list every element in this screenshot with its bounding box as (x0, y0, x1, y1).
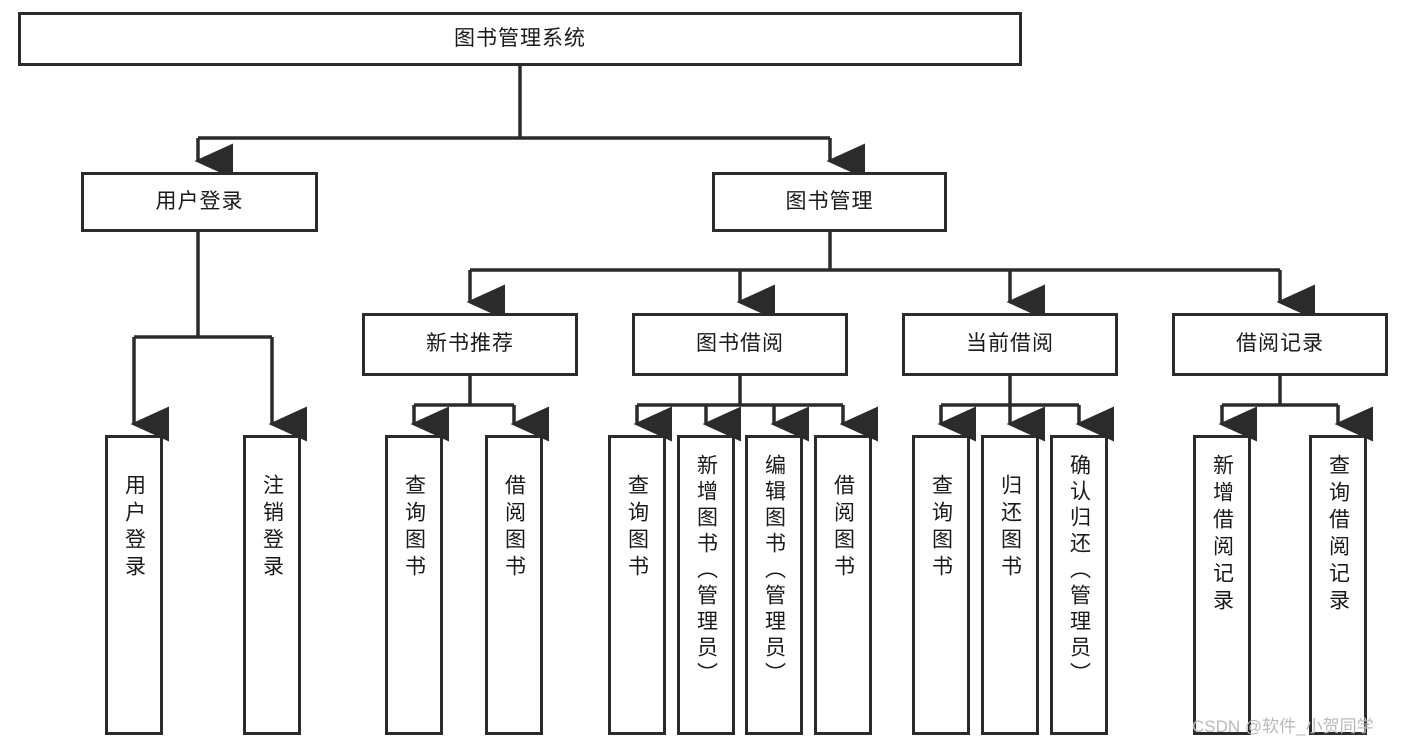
leaf-add-book[interactable]: 新增图书（管理员） (677, 435, 735, 735)
leaf-borrow-book-2[interactable]: 借阅图书 (814, 435, 872, 735)
leaf-query-book-1[interactable]: 查询图书 (385, 435, 443, 735)
leaf-confirm-return-label: 确认归还（管理员） (1067, 454, 1091, 688)
leaf-add-record-label: 新增借阅记录 (1210, 454, 1234, 616)
node-book-borrow[interactable]: 图书借阅 (632, 313, 848, 376)
leaf-borrow-book-2-label: 借阅图书 (831, 474, 855, 582)
leaf-add-book-label: 新增图书（管理员） (694, 454, 718, 688)
csdn-watermark: CSDN @软件_小贺同学 (1192, 717, 1374, 736)
node-book-borrow-label: 图书借阅 (696, 332, 784, 356)
node-user-login-label: 用户登录 (155, 189, 244, 213)
leaf-edit-book[interactable]: 编辑图书（管理员） (745, 435, 803, 735)
node-current-borrow-label: 当前借阅 (966, 332, 1054, 356)
node-book-manage-label: 图书管理 (785, 189, 874, 213)
leaf-borrow-book-1-label: 借阅图书 (502, 474, 526, 582)
leaf-query-book-1-label: 查询图书 (402, 474, 426, 582)
node-root-label: 图书管理系统 (454, 26, 586, 50)
leaf-query-book-2-label: 查询图书 (625, 474, 649, 582)
node-user-login[interactable]: 用户登录 (81, 172, 318, 232)
leaf-query-book-3[interactable]: 查询图书 (912, 435, 970, 735)
node-borrow-record-label: 借阅记录 (1236, 332, 1324, 356)
leaf-logout-login-label: 注销登录 (260, 474, 284, 582)
leaf-edit-book-label: 编辑图书（管理员） (762, 454, 786, 688)
leaf-return-book[interactable]: 归还图书 (981, 435, 1039, 735)
leaf-return-book-label: 归还图书 (998, 474, 1022, 582)
node-new-book-recommend-label: 新书推荐 (426, 332, 514, 356)
node-current-borrow[interactable]: 当前借阅 (902, 313, 1118, 376)
leaf-logout-login[interactable]: 注销登录 (243, 435, 301, 735)
leaf-confirm-return[interactable]: 确认归还（管理员） (1050, 435, 1108, 735)
leaf-user-login[interactable]: 用户登录 (105, 435, 163, 735)
leaf-borrow-book-1[interactable]: 借阅图书 (485, 435, 543, 735)
node-new-book-recommend[interactable]: 新书推荐 (362, 313, 578, 376)
node-root[interactable]: 图书管理系统 (18, 12, 1022, 66)
leaf-query-record[interactable]: 查询借阅记录 (1309, 435, 1367, 735)
leaf-query-book-2[interactable]: 查询图书 (608, 435, 666, 735)
node-book-manage[interactable]: 图书管理 (712, 172, 947, 232)
leaf-query-record-label: 查询借阅记录 (1326, 454, 1350, 616)
node-borrow-record[interactable]: 借阅记录 (1172, 313, 1388, 376)
leaf-add-record[interactable]: 新增借阅记录 (1193, 435, 1251, 735)
leaf-user-login-label: 用户登录 (122, 474, 146, 582)
leaf-query-book-3-label: 查询图书 (929, 474, 953, 582)
